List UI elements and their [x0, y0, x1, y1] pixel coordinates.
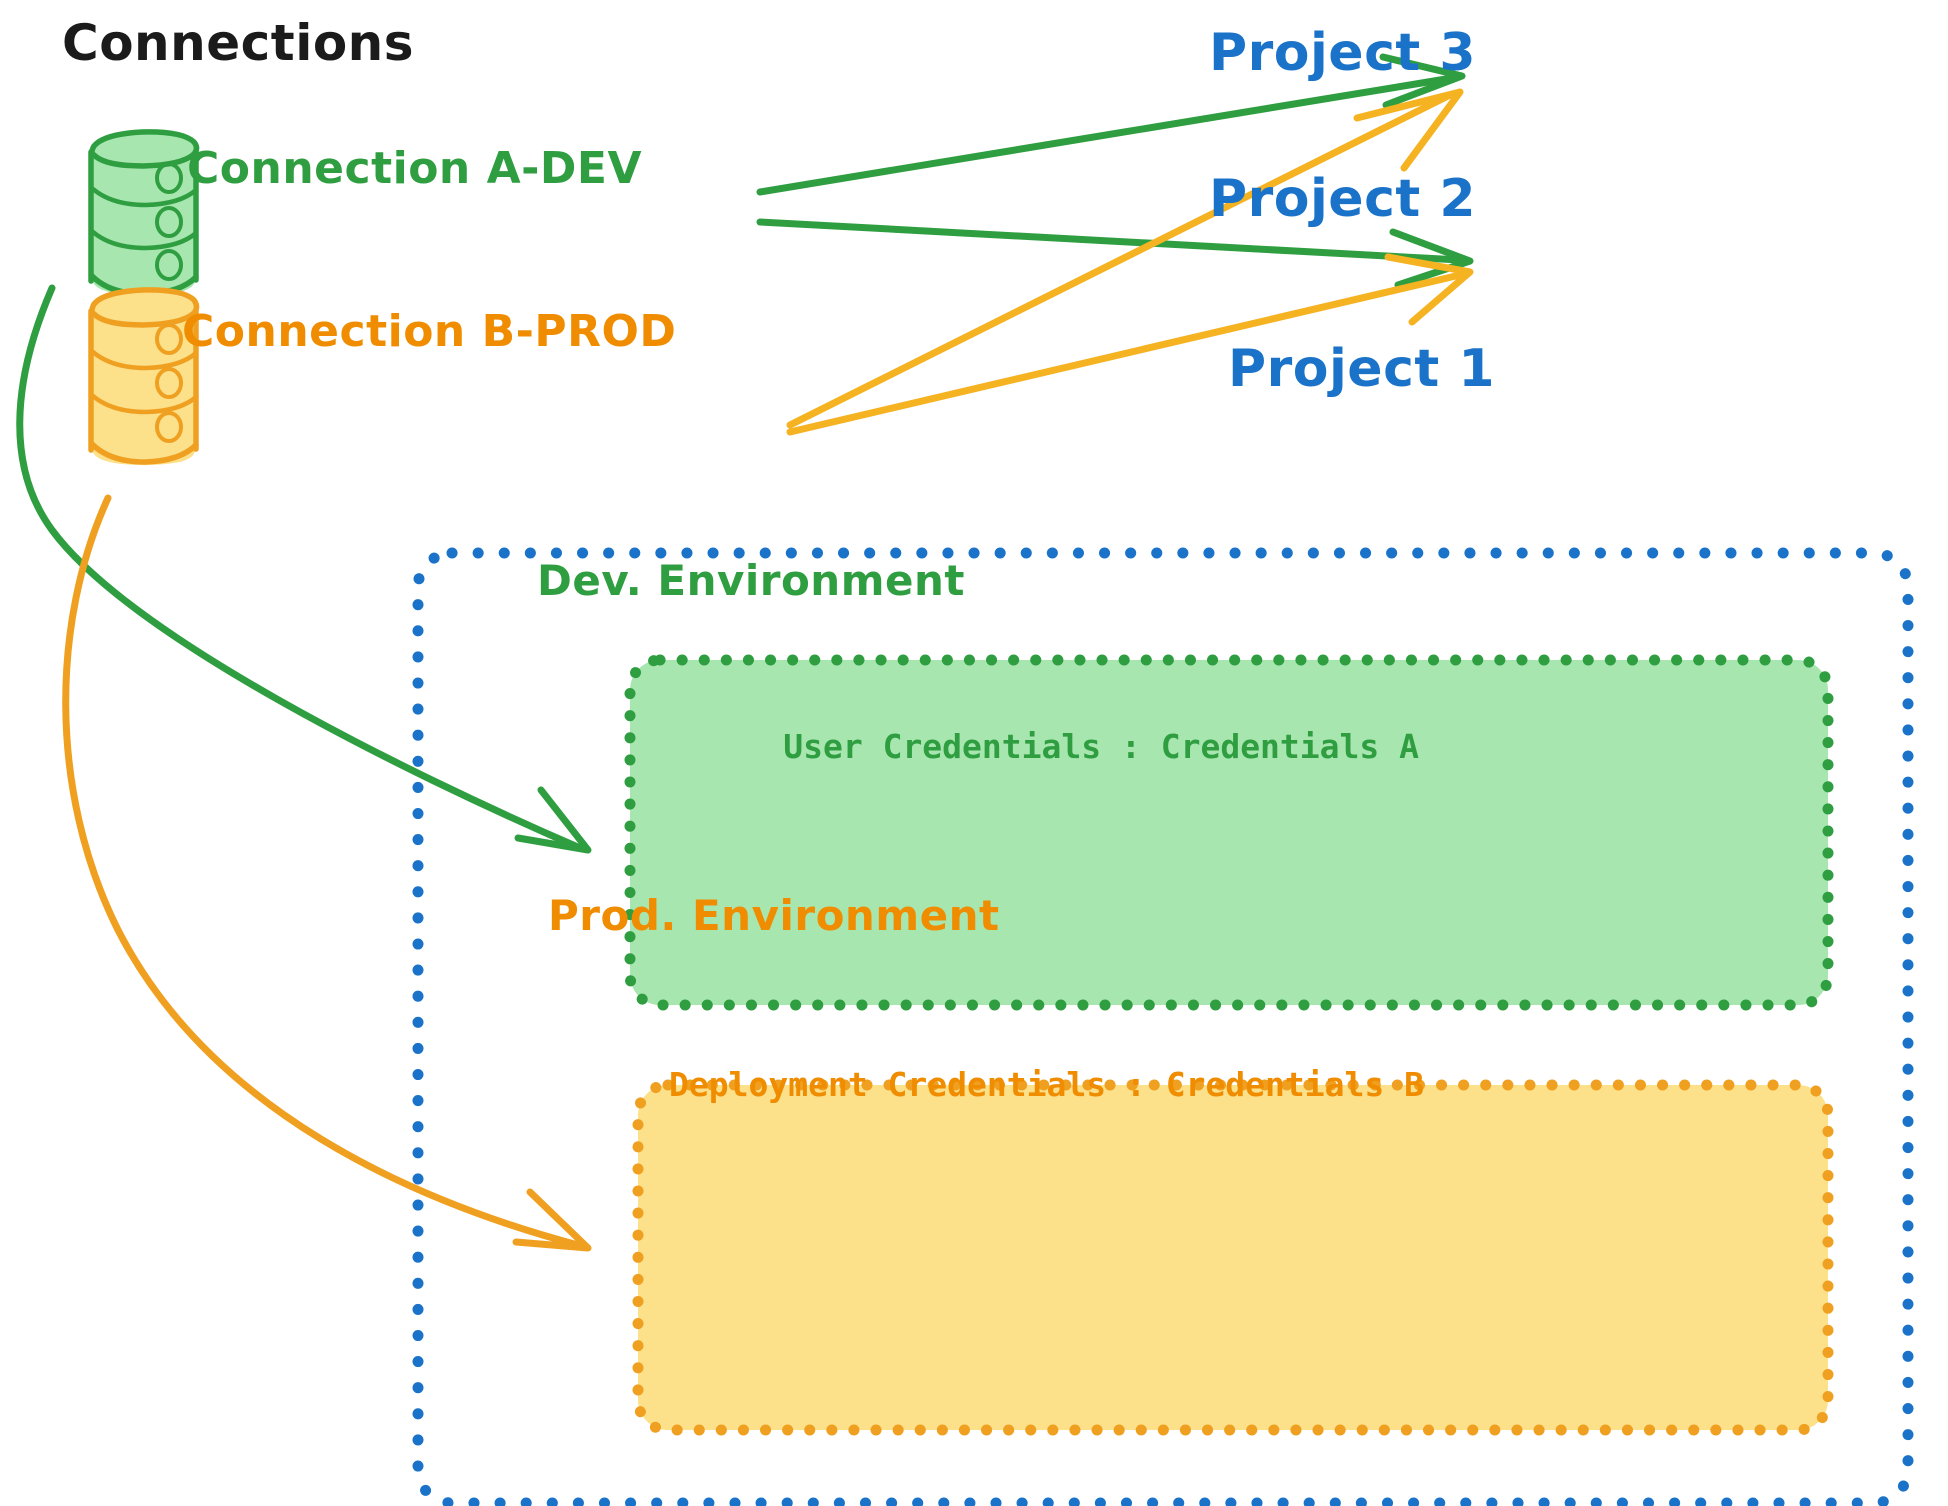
cylinder-body-fill: [92, 291, 196, 466]
connection-b-prod-label[interactable]: Connection B-PROD: [182, 306, 677, 357]
arrow-head: [1389, 228, 1474, 289]
cylinder-led-2: [155, 367, 183, 399]
arrow-a-dev-to-project-2: [756, 218, 1474, 289]
dev-environment-fill: [630, 660, 1828, 1005]
dev-environment-box[interactable]: [624, 654, 1834, 1011]
arrow-line: [756, 218, 1464, 264]
prod-environment-border: [632, 1079, 1834, 1436]
cylinder-led-3: [155, 411, 183, 443]
project-1-label[interactable]: Project 1: [1228, 339, 1496, 399]
connection-a-dev-label[interactable]: Connection A-DEV: [187, 143, 643, 194]
arrow-a-dev-to-dev-environment: [16, 284, 592, 854]
prod-environment-box[interactable]: [632, 1079, 1834, 1436]
arrow-b-prod-to-project-3: [786, 88, 1464, 429]
dev-environment-credentials: User Credentials : Credentials A: [783, 727, 1419, 766]
arrow-head: [512, 1188, 592, 1252]
cylinder-led-1: [155, 323, 183, 355]
cylinder-top-ring: [89, 129, 200, 169]
arrow-line: [62, 494, 582, 1249]
cylinder-divider-1: [90, 186, 199, 208]
cylinder-led-3: [155, 249, 183, 281]
database-cylinder-icon-b-prod[interactable]: [88, 287, 200, 466]
arrow-head: [1384, 253, 1474, 326]
cylinder-top-ring: [89, 287, 200, 328]
prod-environment-title: Prod. Environment: [548, 891, 1000, 940]
arrow-b-prod-to-project-2: [786, 253, 1474, 436]
cylinder-led-1: [155, 162, 183, 194]
arrow-head: [1353, 88, 1464, 172]
project-2-label[interactable]: Project 2: [1209, 169, 1477, 229]
arrow-b-prod-to-prod-environment: [62, 494, 592, 1252]
cylinder-divider-2: [90, 393, 199, 415]
page-title: Connections: [62, 14, 415, 72]
arrow-a-dev-to-project-3: [756, 53, 1466, 196]
dev-environment-title: Dev. Environment: [537, 556, 965, 605]
project-3-label[interactable]: Project 3: [1209, 23, 1477, 83]
cylinder-body-fill: [92, 132, 196, 296]
arrow-line: [16, 284, 584, 852]
prod-environment-credentials: Deployment Credentials : Credentials B: [669, 1065, 1424, 1104]
dev-environment-border: [624, 654, 1834, 1011]
prod-environment-fill: [638, 1085, 1828, 1430]
cylinder-bottom: [89, 441, 199, 465]
arrow-line: [786, 91, 1454, 429]
cylinder-top-fill: [92, 134, 196, 166]
cylinder-divider-2: [90, 229, 199, 251]
arrow-head: [514, 786, 592, 854]
database-cylinder-icon-a-dev[interactable]: [88, 129, 200, 297]
cylinder-divider-1: [90, 349, 199, 371]
cylinder-led-2: [155, 206, 183, 238]
arrow-line: [786, 271, 1464, 436]
arrow-head: [1379, 53, 1466, 109]
cylinder-top-fill: [92, 293, 196, 325]
arrow-line: [756, 74, 1456, 196]
